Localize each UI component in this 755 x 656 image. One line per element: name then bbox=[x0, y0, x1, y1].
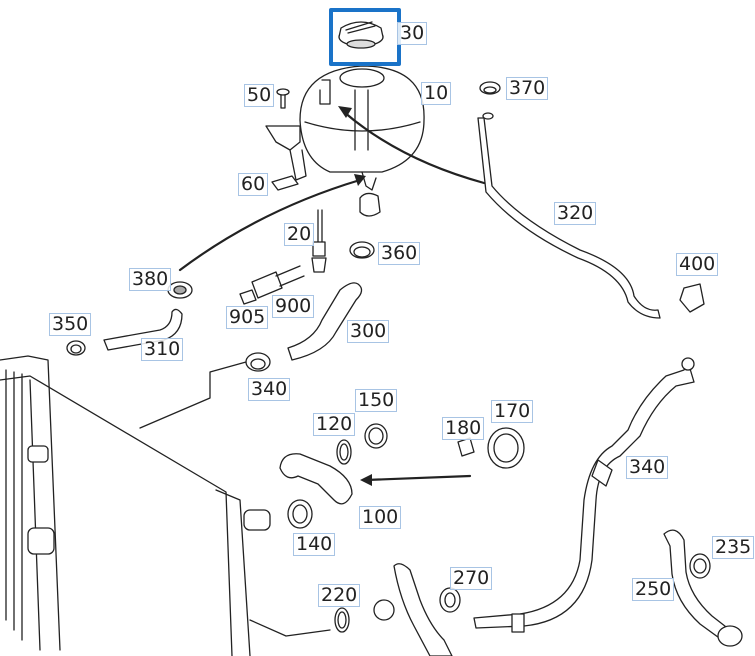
part-180-bolt[interactable] bbox=[457, 437, 475, 457]
part-170-clamp[interactable] bbox=[487, 427, 525, 469]
label-310[interactable]: 310 bbox=[141, 338, 184, 361]
label-350[interactable]: 340 bbox=[248, 378, 291, 401]
label-20[interactable]: 20 bbox=[284, 223, 315, 246]
part-380-fitting[interactable] bbox=[167, 281, 193, 299]
part-150-clamp[interactable] bbox=[364, 423, 388, 449]
part-20-sensor[interactable] bbox=[311, 209, 327, 273]
part-400-bracket[interactable] bbox=[679, 283, 705, 313]
label-170[interactable]: 170 bbox=[491, 400, 534, 423]
part-300-hose[interactable] bbox=[287, 282, 363, 361]
part-120-o-ring[interactable] bbox=[336, 439, 352, 465]
label-10[interactable]: 10 bbox=[421, 82, 452, 105]
label-340[interactable]: 340 bbox=[626, 456, 669, 479]
part-50-screw[interactable] bbox=[276, 88, 290, 109]
label-220[interactable]: 220 bbox=[318, 584, 361, 607]
label-905[interactable]: 905 bbox=[226, 306, 269, 329]
part-390-clamp[interactable] bbox=[479, 81, 501, 95]
part-250-hose[interactable] bbox=[663, 529, 731, 641]
label-60[interactable]: 60 bbox=[238, 173, 269, 196]
part-360-clamp[interactable] bbox=[349, 241, 375, 259]
part-30-reservoir-cap[interactable] bbox=[338, 21, 384, 49]
radiator bbox=[0, 355, 271, 656]
label-250[interactable]: 250 bbox=[632, 578, 675, 601]
part-370-clamp[interactable] bbox=[66, 340, 86, 356]
part-140-clamp[interactable] bbox=[287, 499, 313, 529]
label-100[interactable]: 100 bbox=[359, 506, 402, 529]
arrowhead-320 bbox=[338, 106, 352, 118]
flow-arrow-320 bbox=[342, 110, 486, 185]
part-320-hose[interactable] bbox=[477, 112, 661, 319]
label-30[interactable]: 30 bbox=[397, 22, 428, 45]
label-140[interactable]: 140 bbox=[293, 533, 336, 556]
label-900[interactable]: 900 bbox=[272, 295, 315, 318]
label-50[interactable]: 50 bbox=[244, 84, 275, 107]
label-320[interactable]: 320 bbox=[554, 202, 597, 225]
label-235[interactable]: 235 bbox=[712, 536, 755, 559]
part-60-clip[interactable] bbox=[271, 175, 299, 191]
label-270[interactable]: 270 bbox=[450, 567, 493, 590]
part-350-clamp[interactable] bbox=[245, 352, 271, 372]
part-340-pipe[interactable] bbox=[473, 357, 695, 633]
flow-arrow-170 bbox=[364, 474, 472, 482]
label-300[interactable]: 300 bbox=[347, 320, 390, 343]
label-120[interactable]: 120 bbox=[313, 413, 356, 436]
part-100-hose[interactable] bbox=[279, 453, 353, 505]
part-900-connector[interactable] bbox=[239, 265, 305, 305]
part-10-expansion-tank[interactable] bbox=[265, 65, 425, 217]
label-380[interactable]: 380 bbox=[129, 268, 172, 291]
flow-arrow-380 bbox=[178, 178, 362, 272]
arrowhead-380 bbox=[354, 174, 366, 186]
label-180[interactable]: 180 bbox=[442, 417, 485, 440]
label-400[interactable]: 400 bbox=[676, 253, 719, 276]
label-370[interactable]: 350 bbox=[49, 313, 92, 336]
part-235-clamp[interactable] bbox=[689, 553, 743, 647]
lower-hose bbox=[249, 563, 453, 656]
label-390[interactable]: 370 bbox=[506, 77, 549, 100]
label-360[interactable]: 360 bbox=[378, 242, 421, 265]
label-150[interactable]: 150 bbox=[355, 389, 398, 412]
part-220-o-ring[interactable] bbox=[334, 607, 350, 633]
arrowhead-170 bbox=[360, 474, 372, 486]
part-270-clamp[interactable] bbox=[439, 587, 461, 613]
